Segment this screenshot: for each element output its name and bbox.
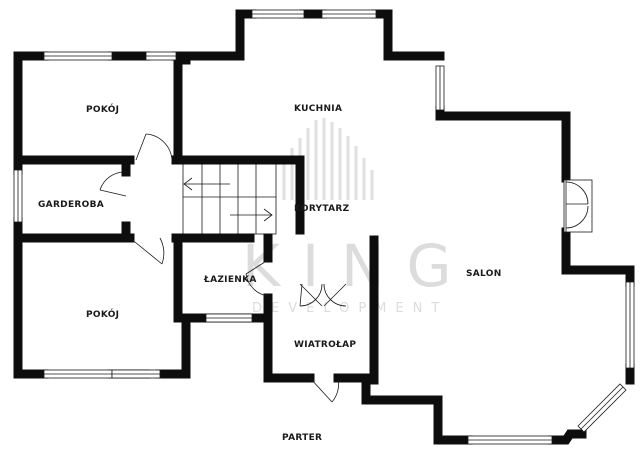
room-label-salon: SALON [466, 269, 502, 279]
room-label-pokoj-bottom: POKÓJ [86, 308, 119, 320]
room-label-korytarz: KORYTARZ [294, 204, 350, 214]
watermark-word: KING [242, 232, 473, 300]
floor-label: PARTER [282, 433, 322, 443]
room-label-garderoba: GARDEROBA [38, 200, 104, 210]
room-label-kuchnia: KUCHNIA [294, 104, 342, 114]
room-label-lazienka: ŁAZIENKA [203, 275, 257, 285]
doors [99, 133, 593, 403]
watermark-tagline: DEVELOPMENT [252, 301, 448, 316]
staircase [182, 159, 277, 235]
walls [13, 9, 635, 445]
room-labels: POKÓJ GARDEROBA POKÓJ KUCHNIA KORYTARZ Ł… [38, 103, 502, 350]
room-label-wiatrolap: WIATROŁAP [294, 340, 356, 350]
windows [13, 9, 635, 445]
watermark-logo: KING DEVELOPMENT [242, 118, 473, 316]
room-label-pokoj-top: POKÓJ [86, 103, 119, 115]
